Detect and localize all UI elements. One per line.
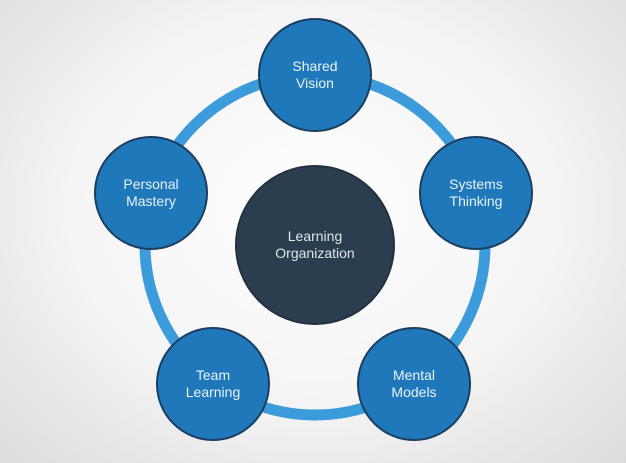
node-label: Mental Models bbox=[391, 367, 437, 400]
node-label: Team Learning bbox=[185, 367, 241, 400]
node-mental-models: Mental Models bbox=[357, 327, 471, 441]
node-systems-thinking: Systems Thinking bbox=[419, 136, 533, 250]
node-label: Systems Thinking bbox=[449, 176, 503, 209]
node-label: Personal Mastery bbox=[123, 176, 179, 209]
node-personal-mastery: Personal Mastery bbox=[94, 136, 208, 250]
node-shared-vision: Shared Vision bbox=[258, 18, 372, 132]
center-node: Learning Organization bbox=[235, 165, 395, 325]
node-team-learning: Team Learning bbox=[156, 327, 270, 441]
center-label: Learning Organization bbox=[275, 228, 355, 261]
node-label: Shared Vision bbox=[292, 58, 338, 91]
